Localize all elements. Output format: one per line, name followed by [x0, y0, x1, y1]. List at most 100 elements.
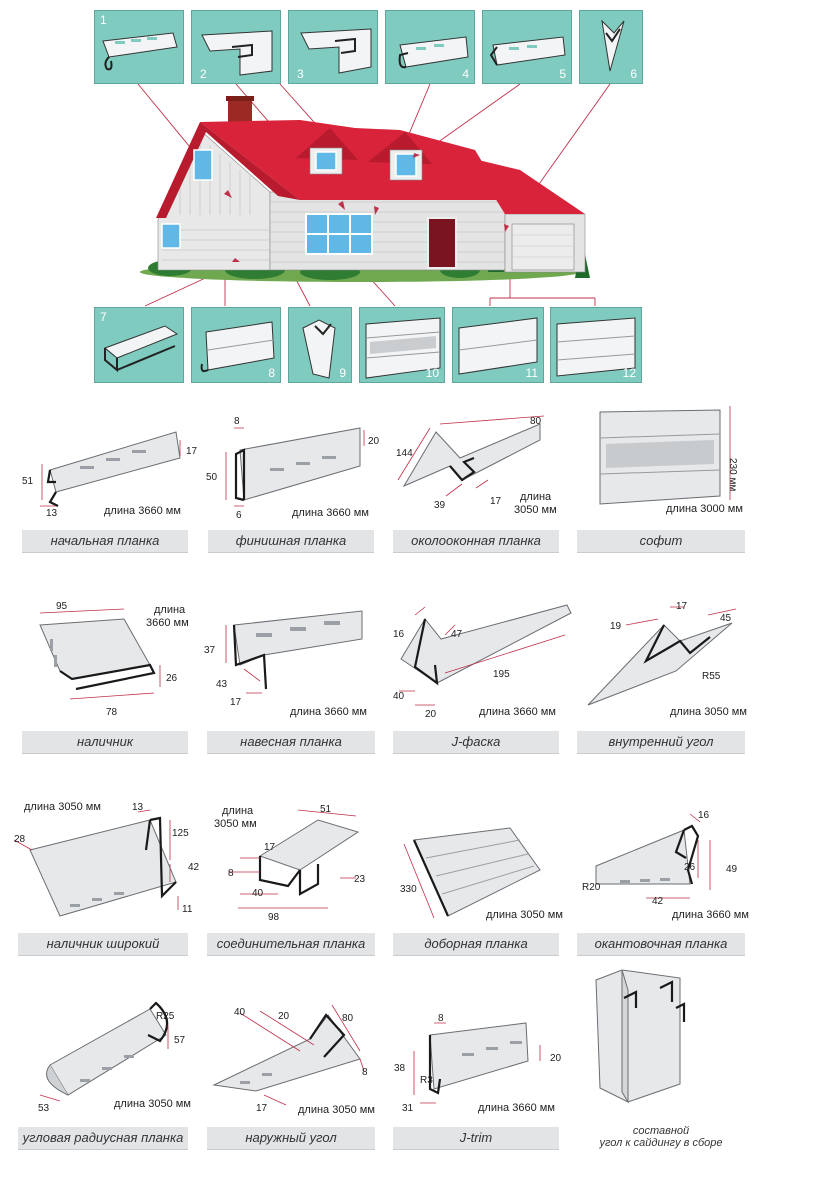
dim-label: 57 — [174, 1035, 186, 1046]
thumbnail-1: 1 — [94, 10, 184, 84]
dim-label: 37 — [204, 645, 216, 656]
dim-label: 39 — [434, 500, 446, 511]
h-connector-thumb-icon — [104, 325, 179, 373]
length-text: длина 3660 мм — [104, 505, 181, 517]
dim-label: 20 — [425, 709, 437, 720]
inside-corner-thumb-icon — [601, 19, 625, 72]
length-text: 3050 мм — [514, 504, 557, 516]
dim-label: 45 — [720, 613, 732, 624]
product-label: внутренний угол — [577, 731, 745, 754]
product-label: наличник — [22, 731, 188, 754]
thumbnail-number: 7 — [100, 310, 107, 324]
siding-panel-thumb-icon — [556, 317, 636, 377]
length-text: 3660 мм — [146, 617, 189, 629]
product-edging-strip: 16 26 49 R20 42 длина 3660 мм — [582, 810, 749, 921]
product-window-trim: 144 80 39 17 длина 3050 мм — [396, 415, 557, 516]
dim-label: 17 — [186, 446, 198, 457]
dim-label: 17 — [490, 496, 502, 507]
dim-label: 23 — [354, 874, 366, 885]
length-text: длина — [154, 604, 186, 616]
house-illustration — [137, 83, 611, 307]
thumbnail-number: 8 — [268, 366, 275, 380]
length-text: длина 3050 мм — [486, 909, 563, 921]
dim-label: 26 — [684, 862, 696, 873]
product-label: начальная планка — [22, 530, 188, 553]
thumbnail-3: 3 — [288, 10, 378, 84]
utility-trim-thumb-icon — [200, 321, 275, 373]
dim-label: 13 — [132, 802, 144, 813]
dim-label: 8 — [362, 1067, 368, 1078]
thumbnail-number: 1 — [100, 13, 107, 27]
length-text: длина 3050 мм — [298, 1104, 375, 1116]
dim-label: 78 — [106, 707, 118, 718]
thumbnail-number: 5 — [559, 67, 566, 81]
product-label: доборная планка — [393, 933, 559, 956]
dim-label: 31 — [402, 1103, 414, 1114]
length-text: длина — [222, 805, 254, 817]
product-label-line: составной — [632, 1125, 690, 1137]
dim-label: 230 мм — [727, 458, 738, 491]
dim-label: 26 — [166, 673, 178, 684]
dim-label: 8 — [234, 416, 240, 427]
product-assembled-corner — [595, 969, 686, 1104]
dim-label: 43 — [216, 679, 228, 690]
thumbnail-7: 7 — [94, 307, 184, 383]
dim-label: 42 — [188, 862, 200, 873]
product-label: J-trim — [393, 1127, 559, 1150]
dim-label: 330 — [400, 884, 417, 895]
length-text: 3050 мм — [214, 818, 257, 830]
length-text: длина 3050 мм — [24, 801, 101, 813]
product-label-line: угол к сайдингу в сборе — [599, 1137, 723, 1149]
dim-label: 98 — [268, 912, 280, 923]
product-radius-corner: R25 57 53 длина 3050 мм — [38, 1001, 191, 1114]
dim-label: 40 — [234, 1007, 246, 1018]
product-casing: 95 26 78 длина 3660 мм — [39, 601, 189, 718]
dim-label: 8 — [228, 868, 234, 879]
length-text: длина 3660 мм — [672, 909, 749, 921]
thumbnail-number: 11 — [525, 366, 538, 380]
length-text: длина 3660 мм — [292, 507, 369, 519]
length-text: длина 3660 мм — [290, 706, 367, 718]
product-label: окантовочная планка — [577, 933, 745, 956]
dim-label: 20 — [368, 436, 380, 447]
window-trim-thumb-icon — [201, 30, 273, 76]
dim-label: 195 — [493, 669, 510, 680]
outside-corner-thumb-icon — [302, 319, 336, 379]
product-wide-casing: 28 13 125 42 11 длина 3050 мм — [13, 801, 200, 917]
length-text: длина 3050 мм — [114, 1098, 191, 1110]
dim-label: 16 — [698, 810, 710, 821]
product-label: наличник широкий — [18, 933, 188, 956]
dim-label: 80 — [530, 416, 542, 427]
dim-label: 13 — [46, 508, 58, 519]
window-trim-thumb-icon — [300, 28, 372, 74]
dim-label: 17 — [256, 1103, 268, 1114]
product-starter-strip: 51 17 13 длина 3660 мм — [22, 431, 198, 519]
dim-label: 51 — [320, 804, 332, 815]
dim-label: 17 — [230, 697, 242, 708]
dim-label: 38 — [394, 1063, 406, 1074]
dim-label: 49 — [726, 864, 738, 875]
dim-label: 144 — [396, 448, 413, 459]
product-label: J-фаска — [393, 731, 559, 754]
dim-label: 6 — [236, 510, 242, 521]
thumbnail-number: 4 — [462, 67, 469, 81]
product-label: софит — [577, 530, 745, 553]
thumbnail-10: 10 — [359, 307, 445, 383]
thumbnail-2: 2 — [191, 10, 281, 84]
thumbnail-number: 3 — [297, 67, 304, 81]
length-text: длина — [520, 491, 552, 503]
thumbnail-number: 9 — [339, 366, 346, 380]
length-text: длина 3050 мм — [670, 706, 747, 718]
product-utility-trim: 330 длина 3050 мм — [400, 827, 563, 921]
product-label: соединительная планка — [207, 933, 375, 956]
thumbnail-6: 6 — [579, 10, 643, 84]
thumbnail-number: 12 — [622, 366, 636, 380]
product-label: навесная планка — [207, 731, 375, 754]
thumbnail-4: 4 — [385, 10, 475, 84]
finish-strip-thumb-icon — [489, 36, 566, 66]
dim-label: R20 — [582, 882, 601, 893]
dim-label: 80 — [342, 1013, 354, 1024]
dim-label: 95 — [56, 601, 68, 612]
dim-label: 16 — [393, 629, 405, 640]
dim-label: 40 — [252, 888, 264, 899]
